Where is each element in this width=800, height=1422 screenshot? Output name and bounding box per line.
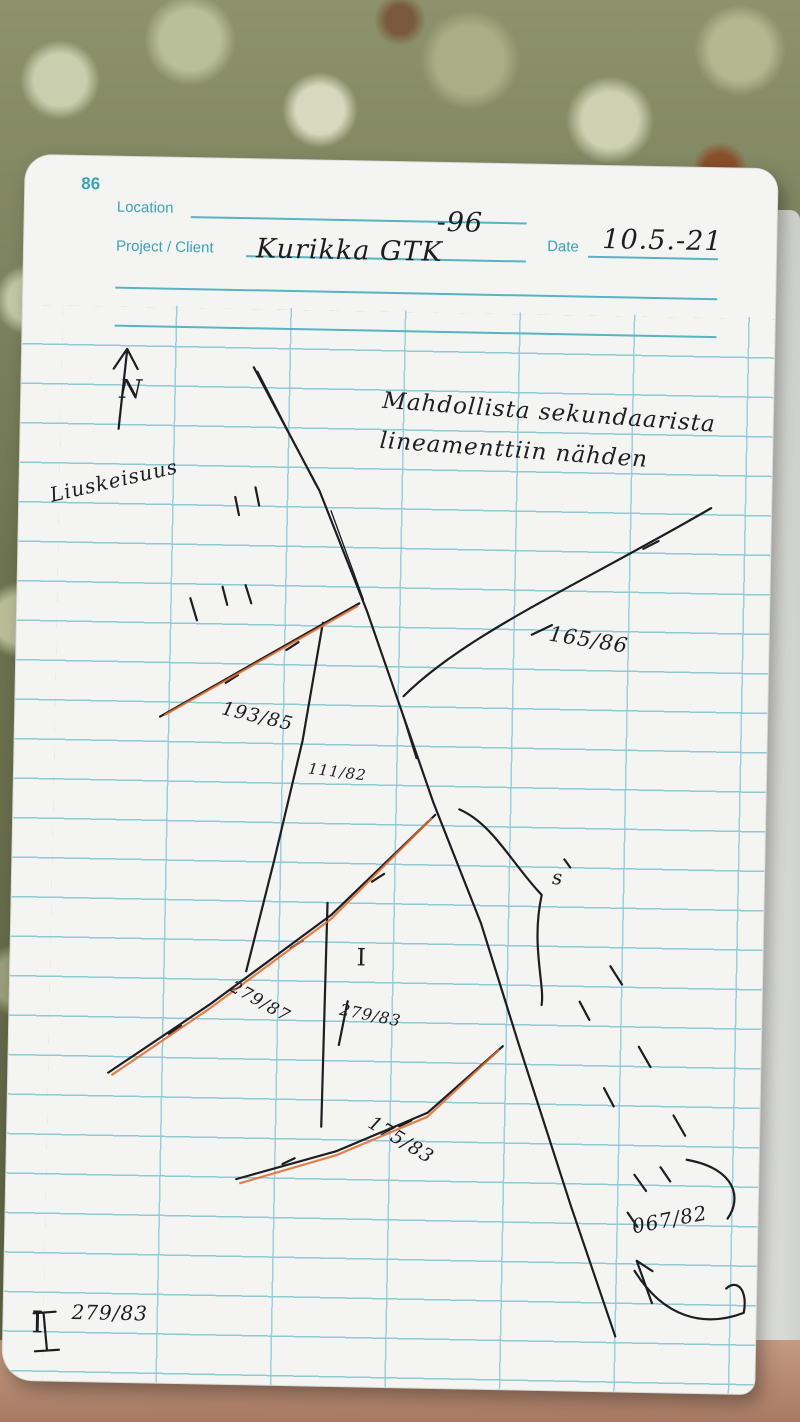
secondary-lineament-ticks bbox=[530, 540, 660, 636]
fracture-175-ticks bbox=[281, 1119, 413, 1166]
foliation-ticks-left bbox=[189, 486, 261, 622]
domain-i-label: I bbox=[356, 943, 368, 972]
zone-boundary bbox=[458, 808, 544, 1007]
fracture-279-83-tick bbox=[337, 1000, 349, 1047]
curved-arrow-upper-icon bbox=[685, 1158, 736, 1220]
fracture-279-83 bbox=[320, 901, 329, 1128]
north-arrow-icon bbox=[112, 347, 139, 430]
curved-arrow-lower-icon bbox=[633, 1269, 746, 1321]
field-sketch bbox=[32, 347, 746, 1353]
main-lineament bbox=[252, 366, 617, 1338]
highlight-fracture-193 bbox=[164, 605, 359, 716]
fracture-279-87 bbox=[107, 813, 437, 1074]
notebook-page: 86 Location Date Project / Client -96 Ku… bbox=[2, 154, 778, 1395]
zone-mark bbox=[563, 858, 572, 869]
orange-highlights bbox=[111, 605, 500, 1185]
fracture-193-ticks bbox=[224, 641, 300, 684]
north-label: N bbox=[119, 374, 144, 406]
legend-i-symbol-icon bbox=[32, 1310, 60, 1353]
highlight-fracture-175 bbox=[239, 1049, 500, 1185]
main-lineament-shadow bbox=[257, 370, 418, 760]
legend-value: 279/83 bbox=[71, 1299, 149, 1326]
highlight-fracture-279-87 bbox=[111, 817, 433, 1076]
fracture-111 bbox=[245, 621, 325, 973]
secondary-lineament bbox=[402, 507, 713, 698]
fracture-175 bbox=[235, 1045, 504, 1181]
dip-flag-icon bbox=[635, 1259, 654, 1305]
foliation-ticks-right bbox=[578, 965, 687, 1228]
legend-symbol: I bbox=[31, 1305, 45, 1341]
fracture-193 bbox=[158, 602, 361, 718]
foliation-s-label: s bbox=[551, 865, 564, 890]
